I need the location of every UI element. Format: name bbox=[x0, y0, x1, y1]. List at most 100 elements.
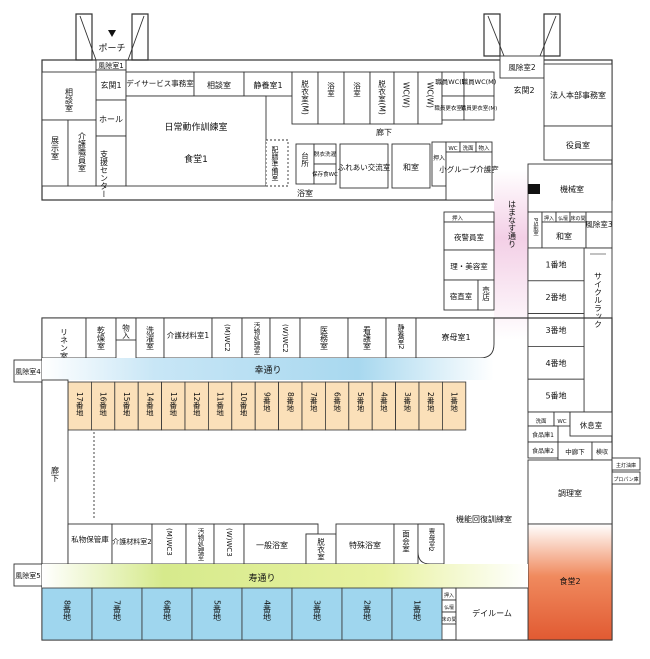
altar-label: 仏壇 bbox=[558, 215, 568, 222]
cycle-rack bbox=[583, 247, 613, 413]
bedroom1-label: 寮母室1 bbox=[441, 332, 470, 342]
rest-room-label: 休息室 bbox=[580, 420, 603, 430]
ward-north-cell-label: 14番地 bbox=[145, 392, 154, 417]
ward-north-cell-label: 5番地 bbox=[356, 392, 365, 412]
rest-room bbox=[569, 411, 613, 437]
ward-north-cell-label: 17番地 bbox=[75, 392, 84, 417]
ward-right-cell-label: 5番地 bbox=[545, 391, 566, 401]
care-material1-label: 介護材料室1 bbox=[167, 330, 209, 340]
ward-south-cell-label: 1番地 bbox=[413, 600, 422, 621]
arrow-down-icon bbox=[108, 30, 116, 37]
wc-corner-label: WC bbox=[557, 419, 566, 425]
ward-north-cell-label: 7番地 bbox=[309, 392, 318, 412]
ward-south-cell-label: 6番地 bbox=[163, 600, 172, 621]
corridor-left bbox=[41, 379, 69, 565]
consult-left-label: 相談室 bbox=[65, 87, 74, 112]
windbreak3-label: 風除室3 bbox=[585, 219, 612, 229]
food2-label: 食品庫2 bbox=[532, 447, 554, 455]
rest1-label: 静養室1 bbox=[253, 80, 282, 90]
dayroom bbox=[455, 587, 529, 641]
rest2-label: 静養室2 bbox=[397, 323, 405, 349]
hq-office-label: 法人本部事務室 bbox=[550, 90, 606, 100]
wc-w2 bbox=[417, 71, 443, 125]
ward-south-cell bbox=[241, 587, 293, 641]
rest1 bbox=[243, 71, 293, 97]
day-service-label: デイサービス事務室 bbox=[126, 78, 194, 88]
care-material1 bbox=[163, 317, 213, 359]
bedroom2-label: 寮母室2 bbox=[427, 527, 435, 552]
ward-south-cell-label: 5番地 bbox=[213, 600, 222, 621]
dining2 bbox=[527, 523, 613, 641]
ward-right-cell bbox=[527, 280, 585, 314]
washitsu2 bbox=[541, 221, 587, 249]
ward-right-cell bbox=[527, 378, 585, 413]
dining2-label: 食堂2 bbox=[559, 576, 580, 586]
staff-change-w-label: 職員更衣室(W) bbox=[434, 104, 471, 112]
care-staff bbox=[67, 119, 97, 187]
staff-change-m-label: 職員更衣室(M) bbox=[461, 104, 498, 112]
soiled bbox=[241, 317, 271, 359]
ward-north-cell-label: 11番地 bbox=[215, 392, 224, 417]
closet-b-label: 押入 bbox=[444, 592, 454, 599]
hamanasu-label: はまなす通り bbox=[508, 200, 517, 248]
rehab-label: 機能回復訓練室 bbox=[456, 514, 512, 524]
corridor-top-label: 廊下 bbox=[376, 127, 392, 137]
rest2 bbox=[385, 317, 417, 359]
soiled2-label: 汚物処理室 bbox=[196, 528, 204, 561]
nurse-label: 看護室 bbox=[363, 326, 372, 350]
staff-wc-m bbox=[463, 71, 495, 97]
porch-right bbox=[483, 13, 561, 57]
wash-small-label: 洗面 bbox=[462, 144, 474, 152]
private-storage-label: 私物保管庫 bbox=[71, 534, 109, 544]
wc-w1-label: WC(W) bbox=[402, 82, 411, 108]
storage-n-label: 物入 bbox=[121, 323, 130, 340]
exhibition-label: 展示室 bbox=[51, 136, 60, 160]
windbreak5-label: 風除室5 bbox=[15, 571, 40, 580]
ward-north-cell-label: 13番地 bbox=[169, 392, 178, 417]
changing-m2-label: 脱衣室(M) bbox=[377, 79, 386, 115]
ward-right-cell-label: 2番地 bbox=[545, 292, 566, 302]
food1-label: 食品庫1 bbox=[532, 431, 554, 439]
kotobuki-label: 寿通り bbox=[248, 572, 275, 584]
laundry-label: 洗濯室 bbox=[146, 325, 155, 350]
ward-north-cell-label: 6番地 bbox=[332, 392, 341, 412]
fureai-label: ふれあい交流室 bbox=[338, 162, 391, 172]
officer-room bbox=[543, 125, 613, 161]
medical-label: 医務室 bbox=[320, 326, 329, 350]
ward-south-cell bbox=[141, 587, 193, 641]
closet-night-label: 押入 bbox=[452, 214, 464, 222]
night-guard-label: 夜警員室 bbox=[454, 232, 484, 242]
ward-north-cell-label: 3番地 bbox=[403, 392, 412, 412]
support-center bbox=[95, 135, 127, 187]
ward-right-cell-label: 3番地 bbox=[545, 325, 566, 335]
private-storage bbox=[67, 523, 113, 565]
dayroom-label: デイルーム bbox=[472, 608, 512, 618]
ward-south-cell-label: 7番地 bbox=[113, 600, 122, 621]
care-material2-label: 介護材料室2 bbox=[112, 537, 151, 546]
south-service-row: 私物保管庫 介護材料室2 (M)WC3 汚物処理室 (W)WC3 一般浴室 脱衣… bbox=[67, 523, 445, 565]
windbreak4-label: 風除室4 bbox=[15, 367, 41, 376]
soiled-label: 汚物処理室 bbox=[252, 322, 260, 355]
storage-small bbox=[313, 163, 337, 185]
wc2m-label: (M)WC2 bbox=[223, 324, 231, 352]
ward-north-cell-label: 15番地 bbox=[122, 392, 131, 417]
closet-small-label: 押入 bbox=[433, 154, 445, 162]
washroom-small-label: 脱衣洗濯 bbox=[314, 150, 337, 158]
visit-label: 面会室 bbox=[401, 530, 410, 553]
ward-north-cell-label: 1番地 bbox=[449, 392, 458, 412]
windbreak3 bbox=[585, 211, 613, 249]
wc-small1-label: WC bbox=[448, 146, 457, 152]
wc3m-label: (M)WC3 bbox=[165, 528, 173, 556]
alcove-label: 床の間 bbox=[570, 215, 585, 222]
support-center-label: 支援センター bbox=[100, 149, 109, 198]
inspection-label: 検収 bbox=[596, 448, 608, 456]
consult-room bbox=[193, 71, 245, 97]
hamanasu-street bbox=[494, 170, 532, 340]
propane-label: プロパン庫 bbox=[613, 476, 638, 483]
adl-dining1 bbox=[125, 95, 267, 187]
wc2w-label: (W)WC2 bbox=[281, 324, 289, 353]
closet-small bbox=[431, 141, 447, 187]
ward-south-cell-label: 2番地 bbox=[363, 600, 372, 621]
soiled2 bbox=[185, 523, 215, 565]
kotobuki-street bbox=[42, 564, 528, 588]
